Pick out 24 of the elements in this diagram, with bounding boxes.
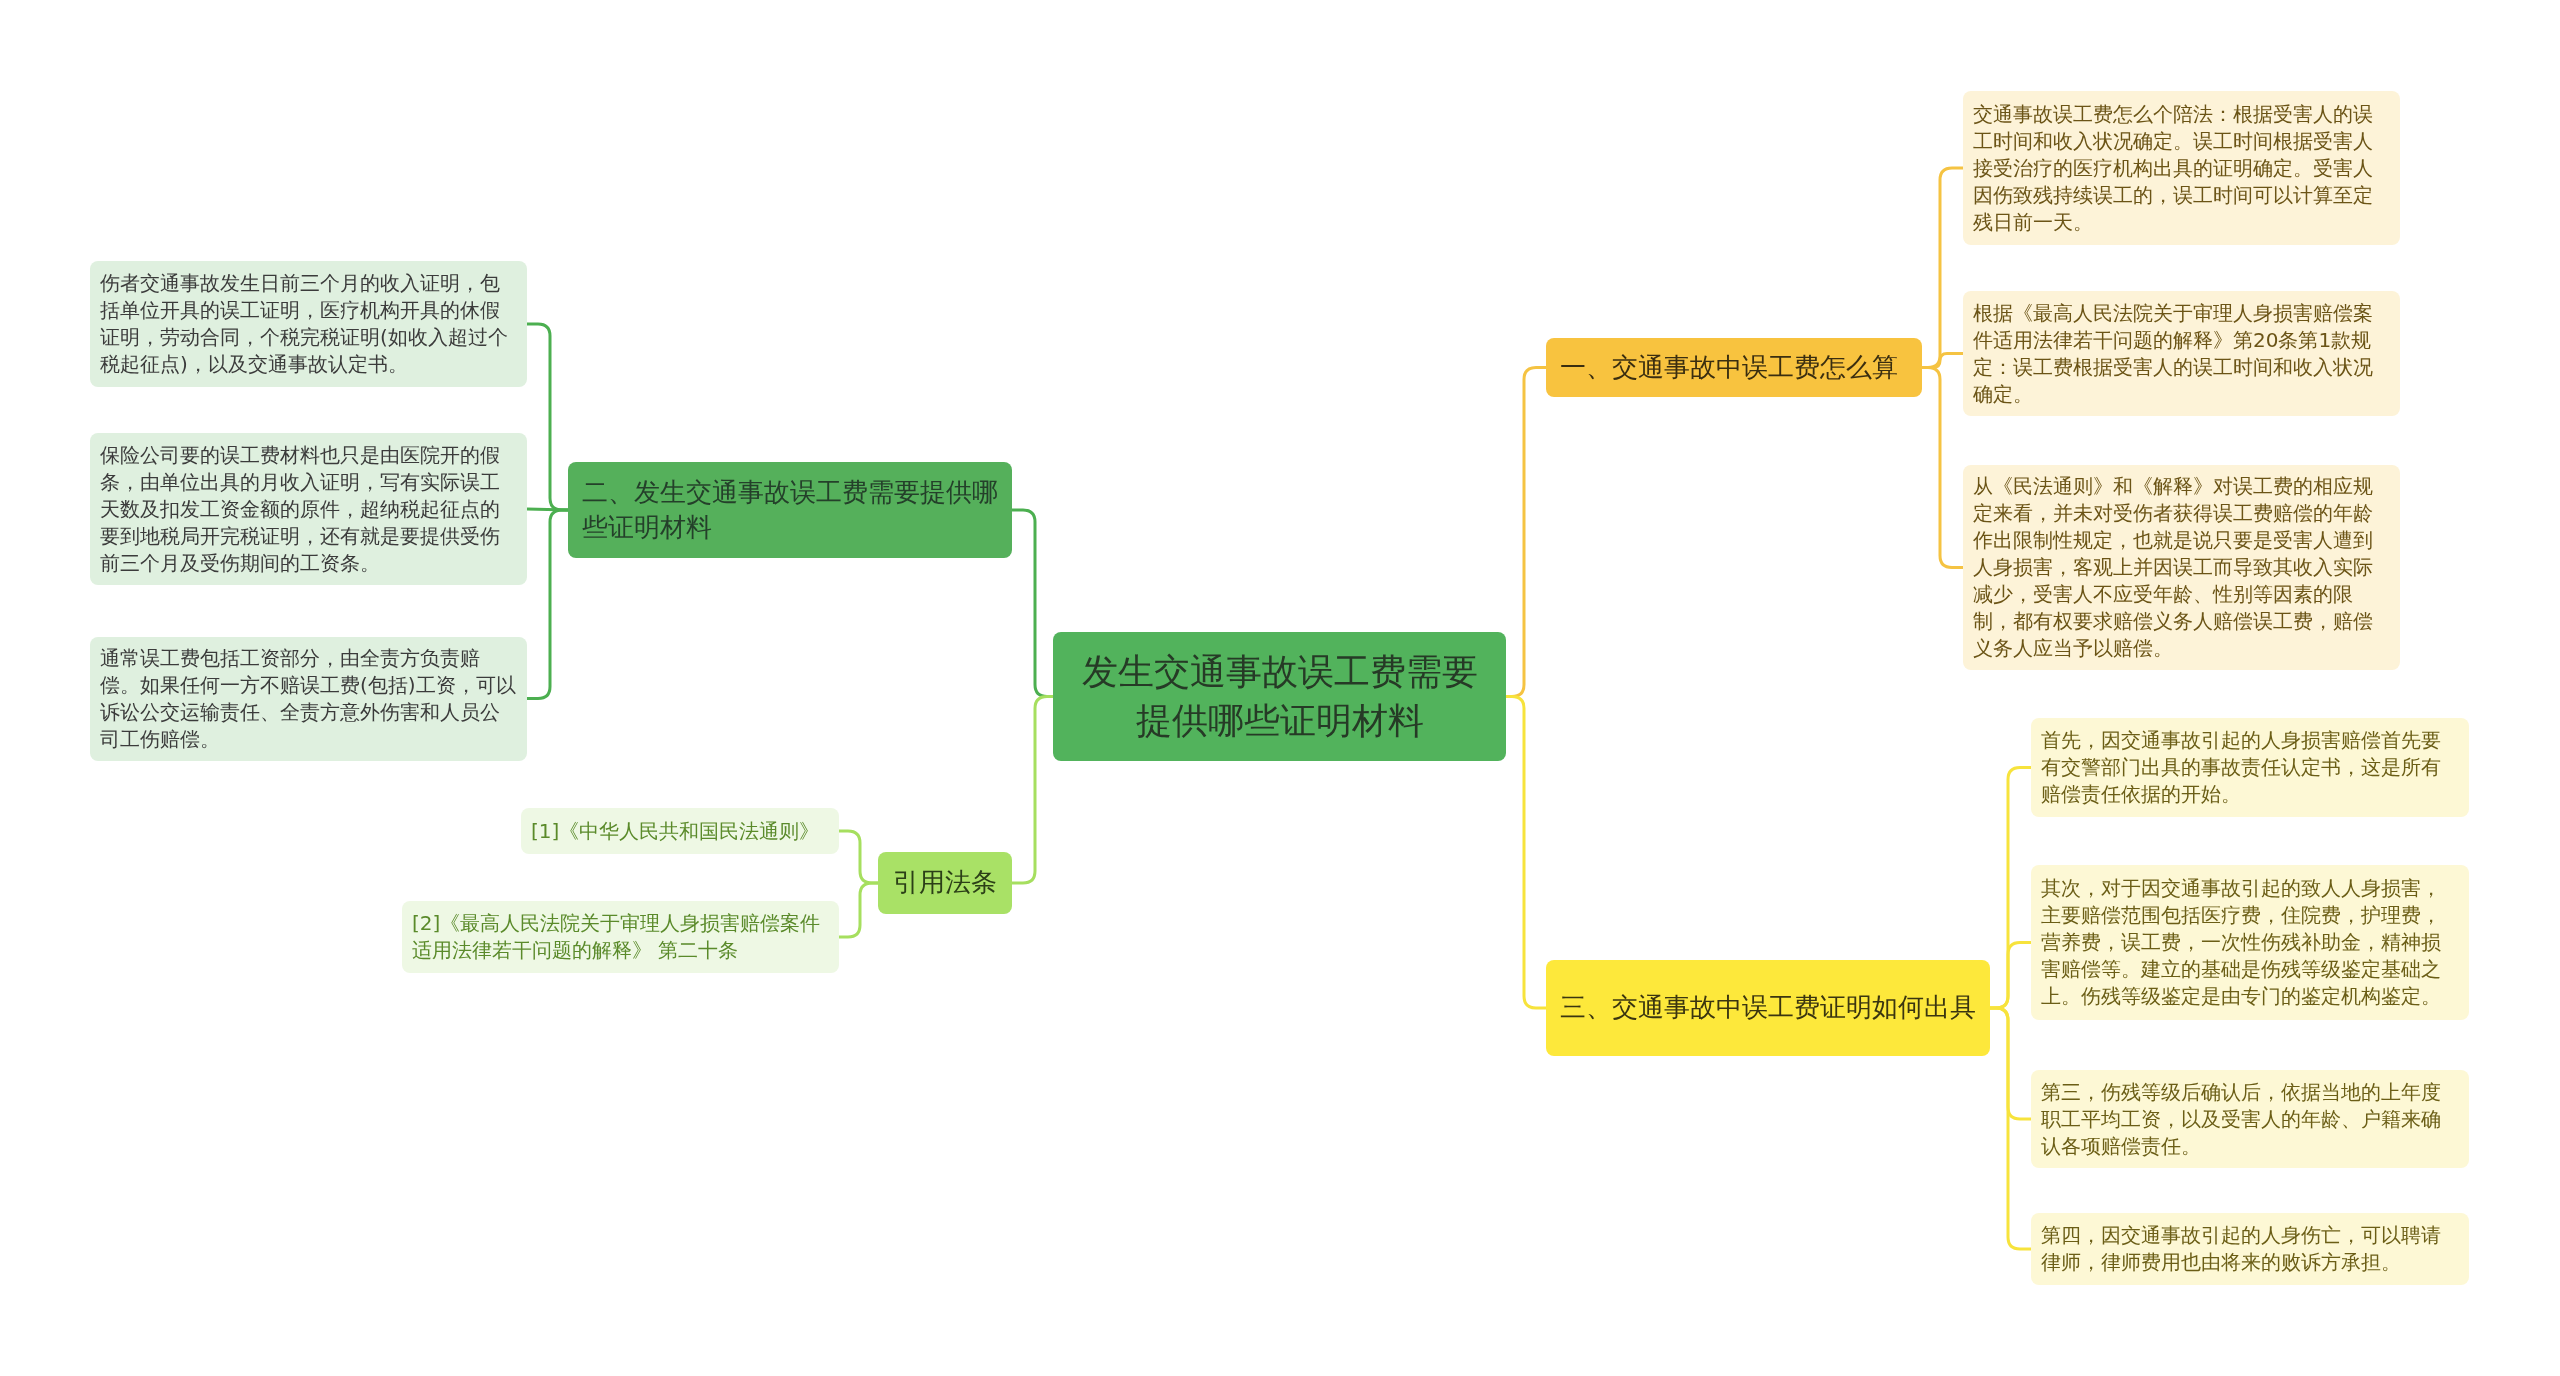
branch-topic-box: 引用法条	[878, 852, 1012, 914]
connector-line	[1012, 695, 1053, 885]
note-box: 首先，因交通事故引起的人身损害赔偿首先要有交警部门出具的事故责任认定书，这是所有赔偿责任依据的开始。	[2031, 718, 2469, 817]
reference-box: [2]《最高人民法院关于审理人身损害赔偿案件适用法律若干问题的解释》 第二十条	[402, 901, 839, 973]
connector-line	[1922, 366, 1963, 569]
note-box: 交通事故误工费怎么个陪法：根据受害人的误工时间和收入状况确定。误工时间根据受害人接受治疗的医疗机构出具的证明确定。受害人因伤致残持续误工的，误工时间可以计算至定残日前一天。	[1963, 91, 2400, 245]
reference-box: [1]《中华人民共和国民法通则》	[521, 808, 839, 854]
note-box: 第三，伤残等级后确认后，依据当地的上年度职工平均工资，以及受害人的年龄、户籍来确认各项赔偿责任。	[2031, 1070, 2469, 1168]
connector-line	[839, 881, 878, 939]
note-box: 伤者交通事故发生日前三个月的收入证明，包括单位开具的误工证明，医疗机构开具的休假证明，劳动合同，个税完税证明(如收入超过个税起征点)，以及交通事故认定书。	[90, 261, 527, 387]
connector-line	[527, 508, 568, 700]
note-box: 根据《最高人民法院关于审理人身损害赔偿案件适用法律若干问题的解释》第20条第1款规定：误工费根据受害人的误工时间和收入状况确定。	[1963, 291, 2400, 416]
central-topic-box: 发生交通事故误工费需要提供哪些证明材料	[1053, 632, 1506, 761]
branch-topic-box: 一、交通事故中误工费怎么算	[1546, 338, 1922, 397]
note-box: 其次，对于因交通事故引起的致人人身损害，主要赔偿范围包括医疗费，住院费，护理费，营养费，误工费，一次性伤残补助金，精神损害赔偿等。建立的基础是伤残等级鉴定基础之上。伤残等级鉴定是由专门的鉴定机构鉴定。	[2031, 865, 2469, 1020]
connector-line	[1506, 695, 1546, 1010]
note-box: 从《民法通则》和《解释》对误工费的相应规定来看，并未对受伤者获得误工费赔偿的年龄作出限制性规定，也就是说只要是受害人遭到人身损害，客观上并因误工而导致其收入实际减少，受害人不应受年龄、性别等因素的限制，都有权要求赔偿义务人赔偿误工费，赔偿义务人应当予以赔偿。	[1963, 465, 2400, 670]
branch-topic-box: 三、交通事故中误工费证明如何出具	[1546, 960, 1990, 1056]
connector-line	[1990, 1006, 2031, 1251]
note-box: 第四，因交通事故引起的人身伤亡，可以聘请律师，律师费用也由将来的败诉方承担。	[2031, 1213, 2469, 1285]
connector-line	[526, 507, 569, 512]
note-box: 通常误工费包括工资部分，由全责方负责赔偿。如果任何一方不赔误工费(包括)工资，可以诉讼公交运输责任、全责方意外伤害和人员公司工伤赔偿。	[90, 637, 527, 761]
branch-topic-box: 二、发生交通事故误工费需要提供哪些证明材料	[568, 462, 1012, 558]
note-box: 保险公司要的误工费材料也只是由医院开的假条，由单位出具的月收入证明，写有实际误工天数及扣发工资金额的原件，超纳税起征点的要到地税局开完税证明，还有就是要提供受伤前三个月及受伤期间的工资条。	[90, 433, 527, 585]
